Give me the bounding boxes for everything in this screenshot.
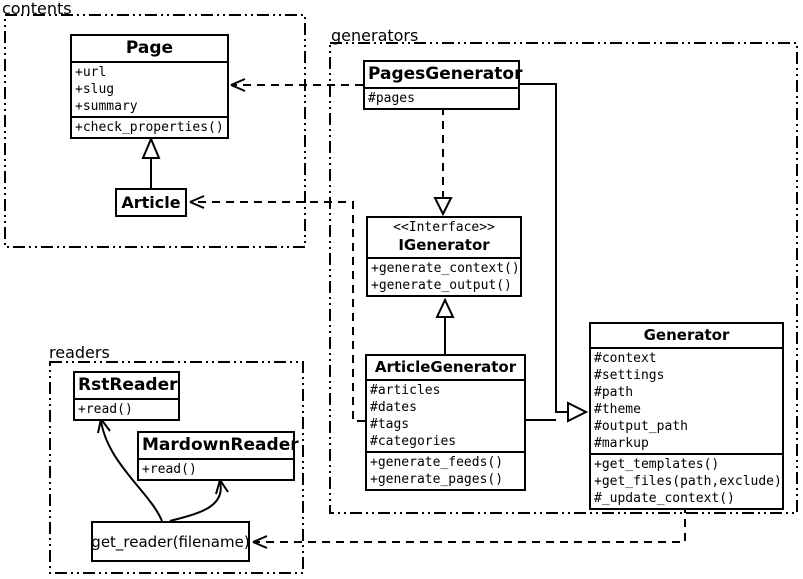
method: +read() xyxy=(78,402,133,417)
attribute: #context xyxy=(594,351,657,366)
attribute: +summary xyxy=(75,99,138,114)
attribute: #path xyxy=(594,385,634,400)
attribute: #categories xyxy=(370,434,457,449)
attribute: #output_path xyxy=(594,419,688,434)
attribute: #tags xyxy=(370,417,410,432)
method: +get_files(path,exclude) xyxy=(594,474,782,489)
class-title: Page xyxy=(125,38,174,58)
edge-getreader-rstreader xyxy=(100,420,163,522)
class-page: Page +url +slug +summary +check_properti… xyxy=(70,34,229,139)
class-title: MardownReader xyxy=(142,435,299,455)
attribute-list: #pages xyxy=(365,87,518,108)
package-generators-label: generators xyxy=(331,26,419,45)
hollow-triangle-page xyxy=(141,136,161,159)
method: +generate_pages() xyxy=(370,472,504,487)
attribute: +slug xyxy=(75,82,115,97)
attribute-list: #articles #dates #tags #categories xyxy=(367,379,524,451)
method: +generate_context() xyxy=(371,261,520,276)
class-pagesgenerator: PagesGenerator #pages xyxy=(363,60,523,110)
method-list: +read() xyxy=(75,398,178,419)
hollow-triangle-igenerator-top xyxy=(433,197,453,217)
method-list: +generate_context() +generate_output() xyxy=(368,257,520,295)
hollow-triangle-generator xyxy=(567,401,589,423)
class-title: Generator xyxy=(643,326,730,344)
package-contents-label: contents xyxy=(2,0,72,18)
attribute-list: +url +slug +summary xyxy=(72,61,227,116)
open-arrowhead-mardownreader xyxy=(215,479,229,495)
class-articlegenerator: ArticleGenerator #articles #dates #tags … xyxy=(365,354,526,491)
node-get-reader: get_reader(filename) xyxy=(91,521,250,562)
attribute: #dates xyxy=(370,400,417,415)
class-mardownreader: MardownReader +read() xyxy=(137,431,299,481)
edge-getreader-mardownreader xyxy=(169,481,222,522)
method-list: +generate_feeds() +generate_pages() xyxy=(367,451,524,489)
class-article: Article xyxy=(115,188,187,217)
class-rstreader: RstReader +read() xyxy=(73,371,180,421)
attribute: #markup xyxy=(594,436,649,451)
method: #_update_context() xyxy=(594,491,735,506)
open-arrowhead-getreader xyxy=(252,535,268,549)
attribute: +url xyxy=(75,65,107,80)
attribute: #articles xyxy=(370,383,441,398)
method-list: +get_templates() +get_files(path,exclude… xyxy=(591,453,782,508)
dependency-generator-getreader xyxy=(255,505,686,543)
class-igenerator: <<Interface>> IGenerator +generate_conte… xyxy=(366,216,522,297)
class-title: IGenerator xyxy=(398,236,490,254)
method: +generate_feeds() xyxy=(370,455,504,470)
class-title: PagesGenerator xyxy=(368,64,523,84)
method: +get_templates() xyxy=(594,457,720,472)
dependency-articlegenerator-article xyxy=(192,201,365,422)
method: +read() xyxy=(142,462,197,477)
attribute: #theme xyxy=(594,402,641,417)
method-list: +read() xyxy=(139,458,293,479)
package-readers-border xyxy=(49,361,304,574)
generalization-to-generator xyxy=(519,83,568,421)
attribute-list: #context #settings #path #theme #output_… xyxy=(591,347,782,453)
open-arrowhead-article xyxy=(189,195,205,209)
package-readers-label: readers xyxy=(49,343,110,362)
method: +check_properties() xyxy=(75,120,224,135)
class-generator: Generator #context #settings #path #them… xyxy=(589,322,784,510)
stereotype: <<Interface>> xyxy=(393,220,495,235)
class-title: ArticleGenerator xyxy=(374,358,517,376)
method-list: +check_properties() xyxy=(72,116,227,137)
hollow-triangle-igenerator-bottom xyxy=(435,297,455,318)
open-arrowhead-rstreader xyxy=(97,418,111,434)
class-header: <<Interface>> IGenerator xyxy=(368,218,520,257)
open-arrowhead-page xyxy=(230,78,246,92)
attribute: #pages xyxy=(368,91,415,106)
attribute: #settings xyxy=(594,368,665,383)
method: +generate_output() xyxy=(371,278,512,293)
package-generators-border xyxy=(329,42,798,514)
class-title: RstReader xyxy=(78,375,178,395)
package-contents-border xyxy=(4,14,306,248)
